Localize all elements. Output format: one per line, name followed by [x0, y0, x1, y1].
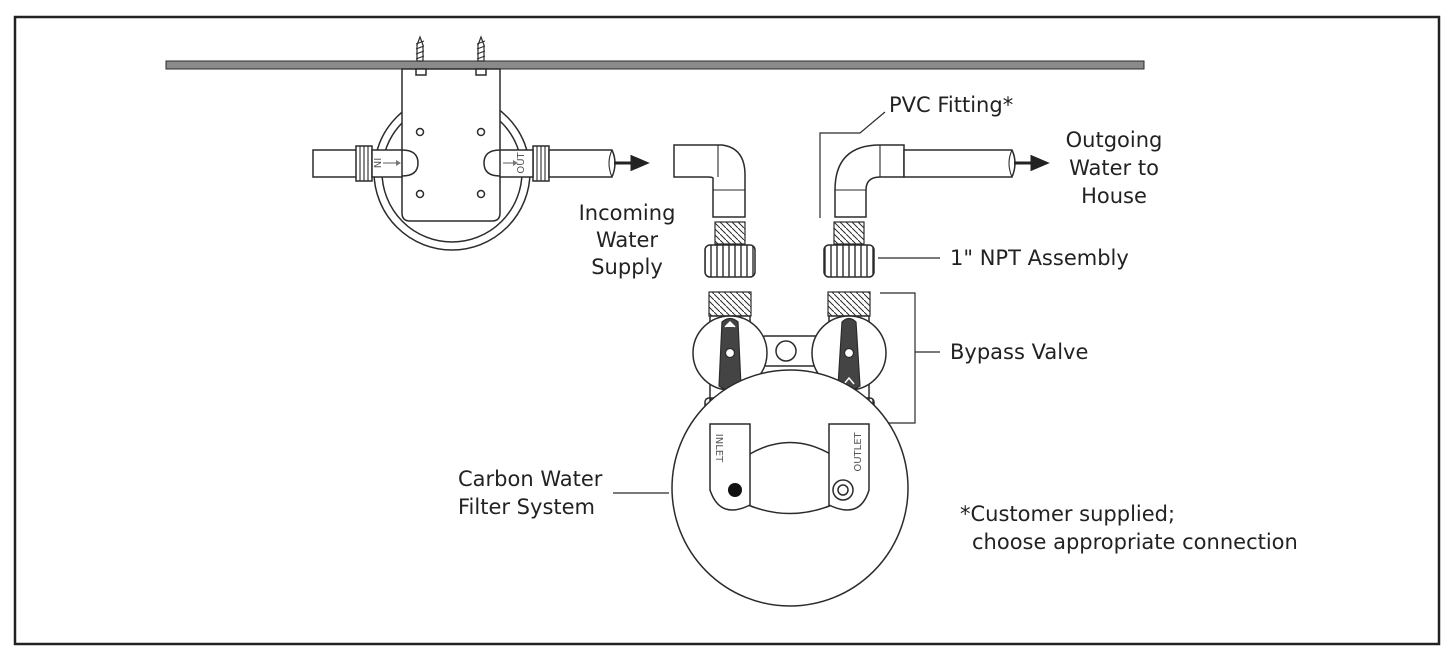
flow-arrow-icon	[614, 154, 650, 172]
outgoing-label-line3: House	[1081, 184, 1147, 208]
top-out-mark: OUT	[516, 151, 527, 173]
top-in-mark: IN	[371, 158, 382, 168]
pvc-fitting-leader	[819, 111, 886, 218]
outgoing-label-line1: Outgoing	[1066, 128, 1163, 152]
top-view-filter-mount: IN OUT	[165, 35, 1145, 251]
footnote-line1: *Customer supplied;	[960, 502, 1175, 526]
incoming-label-line3: Supply	[591, 255, 663, 279]
outgoing-label-line2: Water to	[1069, 156, 1159, 180]
pvc-fitting-label: PVC Fitting*	[889, 93, 1013, 117]
incoming-label-line2: Water	[596, 228, 658, 252]
outgoing-flow-arrow-icon	[1014, 154, 1050, 172]
carbon-filter-head: INLET OUTLET	[671, 369, 909, 607]
mounting-screw-icon	[415, 35, 425, 62]
npt-assembly-label: 1" NPT Assembly	[950, 246, 1129, 270]
mounting-bracket	[401, 68, 501, 222]
incoming-label-line1: Incoming	[579, 201, 676, 225]
carbon-filter-label-line2: Filter System	[458, 495, 595, 519]
inlet-mark: INLET	[713, 434, 724, 463]
inlet-npt-assembly	[704, 221, 756, 317]
bypass-valve-label: Bypass Valve	[950, 340, 1088, 364]
wall-plate	[165, 60, 1145, 70]
outlet-mark: OUTLET	[853, 431, 864, 471]
footnote-line2: choose appropriate connection	[972, 530, 1298, 554]
mounting-screw-icon	[476, 35, 486, 62]
outlet-npt-assembly	[823, 221, 875, 317]
inlet-pvc-elbow	[673, 144, 746, 218]
inlet-port	[728, 483, 742, 497]
diagram-frame	[13, 15, 1441, 646]
bypass-valve-bracket	[880, 292, 940, 424]
outlet-pvc-elbow	[834, 144, 1050, 218]
outlet-port	[832, 479, 854, 501]
carbon-filter-label-line1: Carbon Water	[458, 467, 603, 491]
